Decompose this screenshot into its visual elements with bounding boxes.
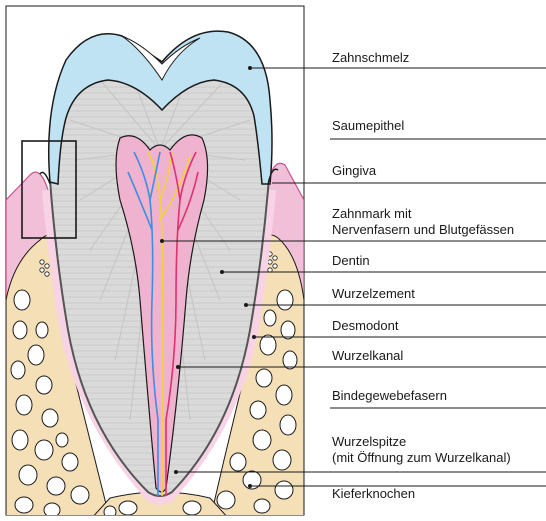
- label-wurzelkanal: Wurzelkanal: [332, 348, 403, 363]
- label-kieferknochen: Kieferknochen: [332, 486, 415, 501]
- label-saumepithel: Saumepithel: [332, 118, 404, 133]
- label-dentin: Dentin: [332, 253, 370, 268]
- label-zahnmark-line2: Nervenfasern und Blutgefässen: [332, 222, 514, 237]
- label-wurzelspitze-line1: Wurzelspitze: [332, 434, 406, 449]
- label-desmodont: Desmodont: [332, 318, 399, 333]
- label-zahnschmelz: Zahnschmelz: [332, 50, 409, 65]
- label-bindegewebefasern: Bindegewebefasern: [332, 388, 447, 403]
- label-zahnmark-line1: Zahnmark mit: [332, 206, 412, 221]
- label-gingiva: Gingiva: [332, 163, 377, 178]
- label-wurzelspitze-line2: (mit Öffnung zum Wurzelkanal): [332, 450, 511, 465]
- label-wurzelzement: Wurzelzement: [332, 286, 415, 301]
